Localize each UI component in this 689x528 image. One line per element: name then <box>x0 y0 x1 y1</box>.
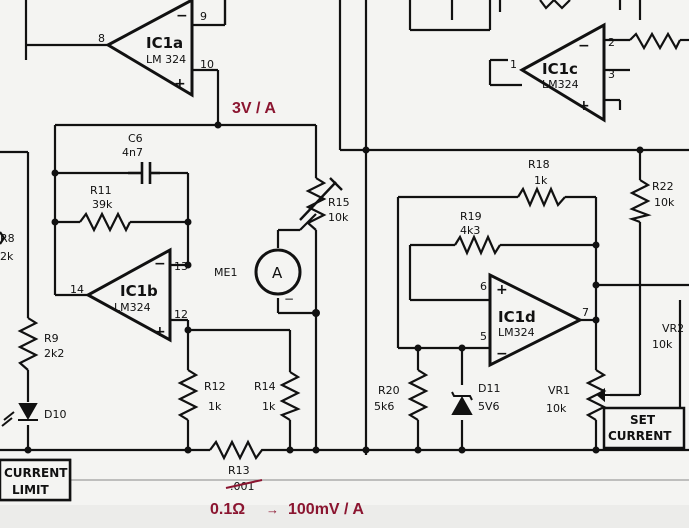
r22-name: R22 <box>652 180 674 193</box>
svg-text:+: + <box>578 98 590 114</box>
ic1c-part: LM324 <box>542 78 579 91</box>
r18-value: 1k <box>534 174 548 187</box>
r13-strike <box>225 479 263 489</box>
d10-led <box>1 403 38 427</box>
ammeter-symbol: A <box>272 264 283 282</box>
ic1c-name: IC1c <box>542 60 578 78</box>
r20-resistor <box>407 369 429 421</box>
bottom-band <box>0 505 689 528</box>
opamps <box>84 0 606 368</box>
ic1a-pin-10: 10 <box>200 58 214 71</box>
d10-name: D10 <box>44 408 66 421</box>
ic1c-pin-1: 1 <box>510 58 517 71</box>
r22-value: 10k <box>654 196 675 209</box>
set-current-line2: CURRENT <box>608 429 672 443</box>
svg-text:−: − <box>176 8 188 24</box>
svg-text:+: + <box>496 282 508 298</box>
r19-name: R19 <box>460 210 482 223</box>
ic1b-pin-12: 12 <box>174 308 188 321</box>
ic1a-pin-9: 9 <box>200 10 207 23</box>
r8-name: R8 <box>0 232 15 245</box>
c6-value: 4n7 <box>122 146 143 159</box>
ic1b-pin-14: 14 <box>70 283 84 296</box>
ic1a-triangle <box>104 0 194 98</box>
ammeter <box>254 248 302 296</box>
r9-resistor <box>17 317 39 371</box>
current-limit-line1: CURRENT <box>4 466 68 480</box>
r22-resistor <box>628 179 652 224</box>
vr1-name: VR1 <box>548 384 570 397</box>
r14-resistor <box>279 371 301 421</box>
r11-name: R11 <box>90 184 112 197</box>
r14-value: 1k <box>262 400 276 413</box>
r13-name: R13 <box>228 464 250 477</box>
r9-value: 2k2 <box>44 347 64 360</box>
c6-capacitor <box>128 162 160 184</box>
annotation-arrow: → <box>266 502 279 517</box>
d11-value: 5V6 <box>478 400 500 413</box>
svg-text:−: − <box>496 346 508 362</box>
r13-resistor <box>209 439 268 461</box>
r12-resistor <box>177 369 199 421</box>
d11-name: D11 <box>478 382 500 395</box>
vr2-value: 10k <box>652 338 673 351</box>
ic1d-name: IC1d <box>498 308 536 326</box>
resistors <box>0 0 681 461</box>
svg-text:−: − <box>154 256 166 272</box>
r12-name: R12 <box>204 380 226 393</box>
ic1a-name: IC1a <box>146 34 183 52</box>
ic1b-pin-13: 13 <box>174 260 188 273</box>
ic1d-triangle <box>488 272 584 368</box>
annotation-3v-per-a: 3V / A <box>232 100 276 117</box>
r14-name: R14 <box>254 380 276 393</box>
vr1-resistor <box>585 369 607 421</box>
r11-resistor <box>79 211 131 233</box>
me1-name: ME1 <box>214 266 237 279</box>
ic1a-part: LM 324 <box>146 53 186 66</box>
junction-dots <box>24 121 644 454</box>
ic1d-pin-6: 6 <box>480 280 487 293</box>
r18-name: R18 <box>528 158 550 171</box>
svg-text:−: − <box>284 292 294 306</box>
svg-text:+: + <box>154 324 166 340</box>
current-limit-line2: LIMIT <box>12 483 50 497</box>
ic1d-pin-5: 5 <box>480 330 487 343</box>
svg-text:+: + <box>174 76 186 92</box>
set-current-box <box>602 406 686 450</box>
annotation-shunt: 0.1Ω <box>210 501 245 518</box>
r20-name: R20 <box>378 384 400 397</box>
ic1c-triangle <box>519 22 606 123</box>
r19-value: 4k3 <box>460 224 480 237</box>
r15-name: R15 <box>328 196 350 209</box>
set-current-line1: SET <box>630 413 656 427</box>
ic1c-pin-3: 3 <box>608 68 615 81</box>
r9-name: R9 <box>44 332 59 345</box>
r8-resistor <box>0 231 6 245</box>
r20-value: 5k6 <box>374 400 394 413</box>
wires <box>0 0 689 481</box>
annotation-100mv-per-a: 100mV / A <box>288 501 364 518</box>
r15-value: 10k <box>328 211 349 224</box>
r8-value: 2k <box>0 250 14 263</box>
ic1c-pin-2: 2 <box>608 36 615 49</box>
ic1b-part: LM324 <box>114 301 151 314</box>
ic1a-pin-8: 8 <box>98 32 105 45</box>
r15-wiper <box>299 177 343 221</box>
ic1d-pin-7: 7 <box>582 306 589 319</box>
r12-value: 1k <box>208 400 222 413</box>
svg-text:−: − <box>578 38 590 54</box>
vr1-wiper <box>596 387 610 403</box>
ic1d-part: LM324 <box>498 326 535 339</box>
c6-name: C6 <box>128 132 143 145</box>
d11-zener <box>451 391 473 415</box>
r19-resistor <box>454 234 501 256</box>
r18-resistor <box>517 186 566 208</box>
r11-value: 39k <box>92 198 113 211</box>
ic1b-name: IC1b <box>120 282 158 300</box>
vr2-name: VR2 <box>662 322 684 335</box>
ic1b-triangle <box>84 247 172 343</box>
vr1-value: 10k <box>546 402 567 415</box>
